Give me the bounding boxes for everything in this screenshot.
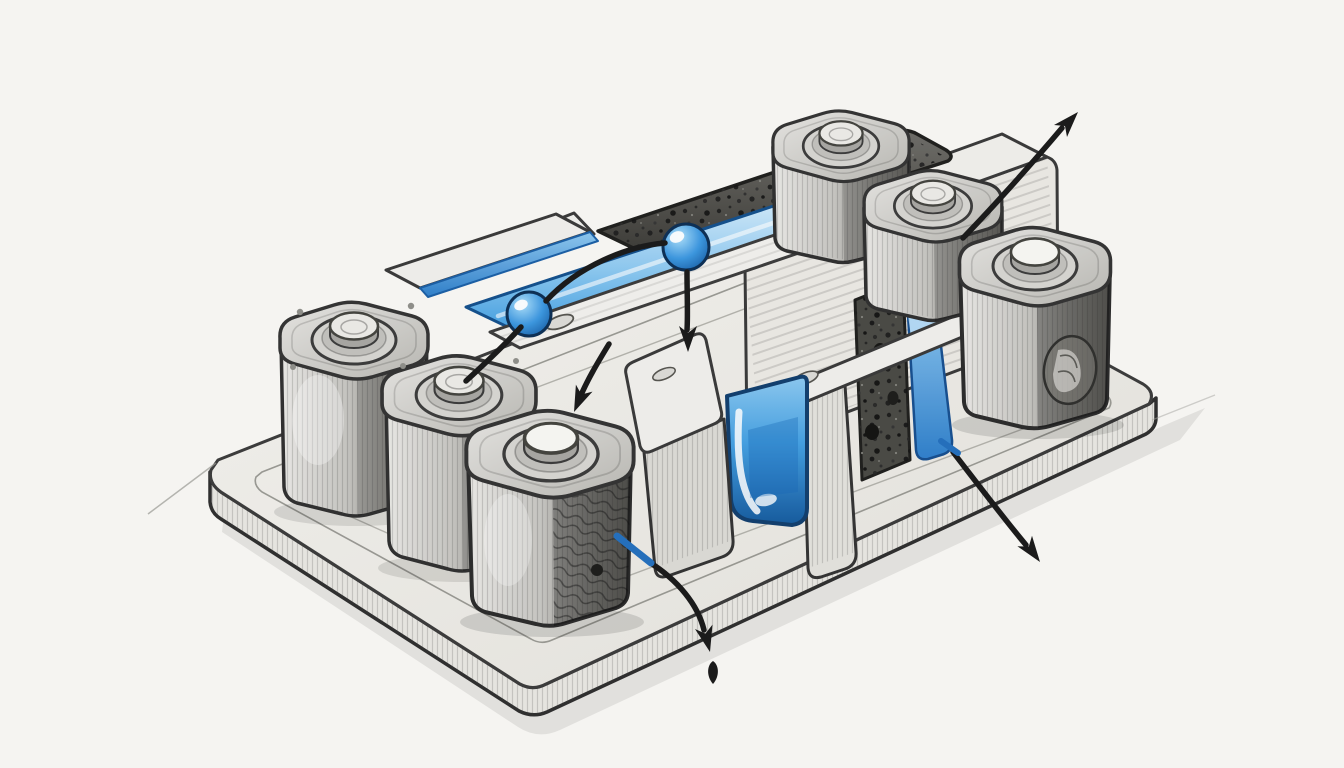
prismatic-cell-front-left: [460, 408, 644, 637]
blue-accent-marks: [613, 438, 961, 567]
separator-blue-tick: [938, 438, 961, 456]
arrow-ion-to-middle-cell: [463, 324, 524, 384]
ion-sphere-right: [661, 222, 711, 272]
flow-arrows: [463, 125, 1065, 633]
arrow-heads: [574, 112, 1078, 652]
prismatic-cell-front-right: [952, 225, 1124, 439]
ion-sphere-left: [505, 290, 553, 338]
arrow-from-separator: [950, 449, 1029, 548]
arrow-ion-link-line: [543, 240, 668, 304]
drip-mark: [708, 661, 718, 684]
frame-slab-front: [488, 225, 830, 579]
drip-blue-segment: [613, 532, 655, 567]
arrow-drip-front: [646, 559, 707, 633]
frame-slab-far-left: [384, 212, 599, 298]
arrow-out-top-right: [960, 125, 1065, 241]
